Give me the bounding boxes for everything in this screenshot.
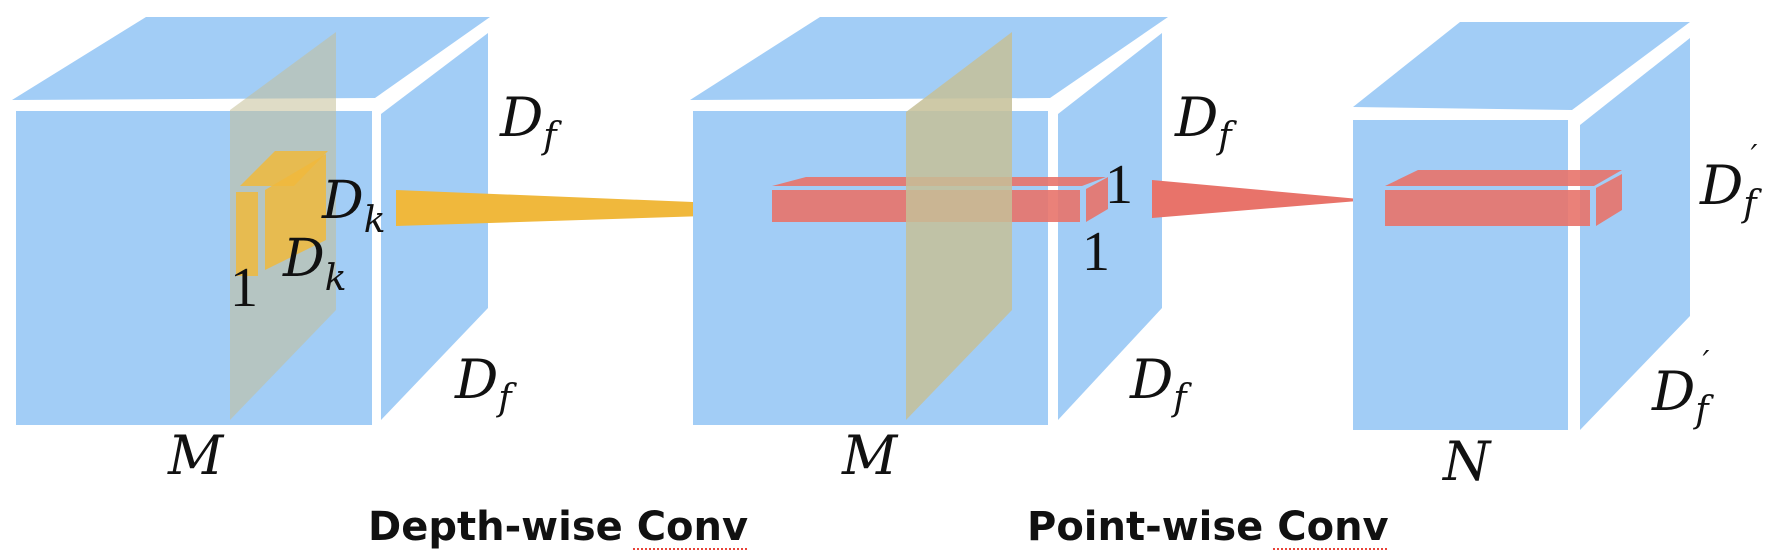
pointwise-projection-cone (1152, 180, 1370, 218)
intermediate-cube-side (1058, 33, 1162, 420)
output-bar-front (1385, 190, 1590, 226)
input-width-label: M (167, 424, 225, 487)
kernel-top (240, 151, 328, 186)
output-cube-front (1353, 120, 1568, 430)
output-width-label: N (1441, 430, 1492, 493)
output-depth-label-top: Df′ (1699, 139, 1762, 225)
output-depth-label-bottom: Df′ (1651, 345, 1714, 431)
intermediate-channel-slab (906, 32, 1012, 420)
intermediate-bar-side (1086, 177, 1108, 222)
input-cube-side (381, 33, 488, 420)
output-pointwise-bar (1385, 170, 1622, 226)
pointwise-caption: Point-wise Conv (1027, 504, 1389, 550)
output-cube-side (1580, 38, 1690, 430)
input-depth-label-top: Df (499, 86, 562, 157)
kernel-width-label: Dk (282, 229, 347, 299)
kernel-front (236, 192, 258, 276)
depthwise-kernel (236, 151, 328, 276)
kernel-depth-label: 1 (230, 257, 258, 319)
intermediate-depth-label-bottom: Df (1129, 348, 1192, 419)
depthwise-projection-cone (396, 190, 890, 226)
intermediate-cube-top (690, 17, 1168, 100)
depthwise-caption: Depth-wise Conv (368, 504, 748, 550)
pointwise-height-label: 1 (1105, 154, 1133, 216)
pointwise-depth-label: 1 (1082, 221, 1110, 283)
output-bar-top (1385, 170, 1622, 186)
input-cube-top (12, 17, 490, 100)
intermediate-width-label: M (841, 424, 899, 487)
output-cube-top (1353, 22, 1690, 110)
kernel-height-label: Dk (321, 171, 386, 241)
intermediate-depth-label-top: Df (1174, 86, 1237, 157)
input-depth-label-bottom: Df (454, 348, 517, 419)
output-bar-side (1596, 174, 1622, 226)
kernel-side (265, 154, 326, 270)
